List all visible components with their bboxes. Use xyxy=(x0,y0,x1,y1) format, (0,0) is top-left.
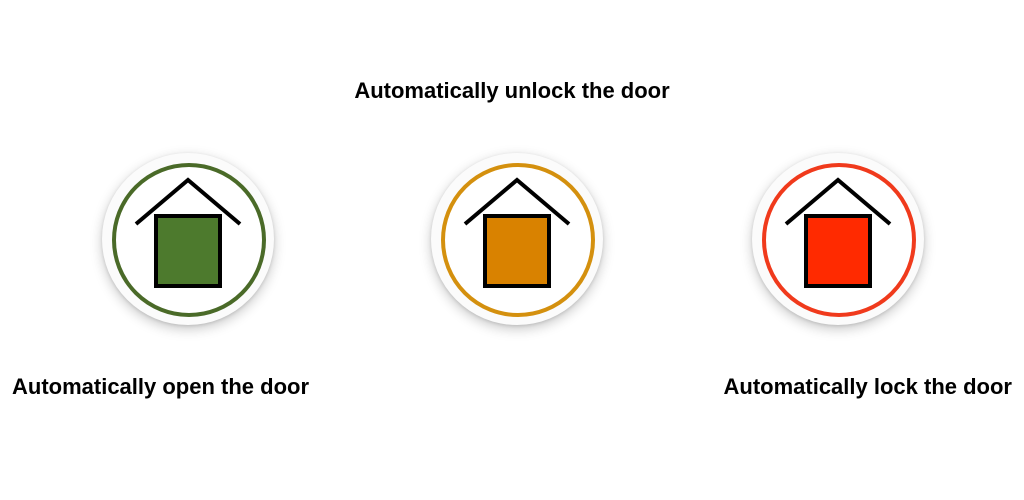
unlock-door-button[interactable] xyxy=(431,153,603,325)
open-door-button[interactable] xyxy=(102,153,274,325)
open-door-ring xyxy=(112,163,266,317)
house-icon xyxy=(134,177,242,288)
house-icon xyxy=(784,177,892,288)
house-icon xyxy=(463,177,571,288)
lock-door-label: Automatically lock the door xyxy=(723,374,1013,399)
open-door-label: Automatically open the door xyxy=(12,374,310,399)
unlock-door-label: Automatically unlock the door xyxy=(354,78,670,103)
lock-door-button[interactable] xyxy=(752,153,924,325)
